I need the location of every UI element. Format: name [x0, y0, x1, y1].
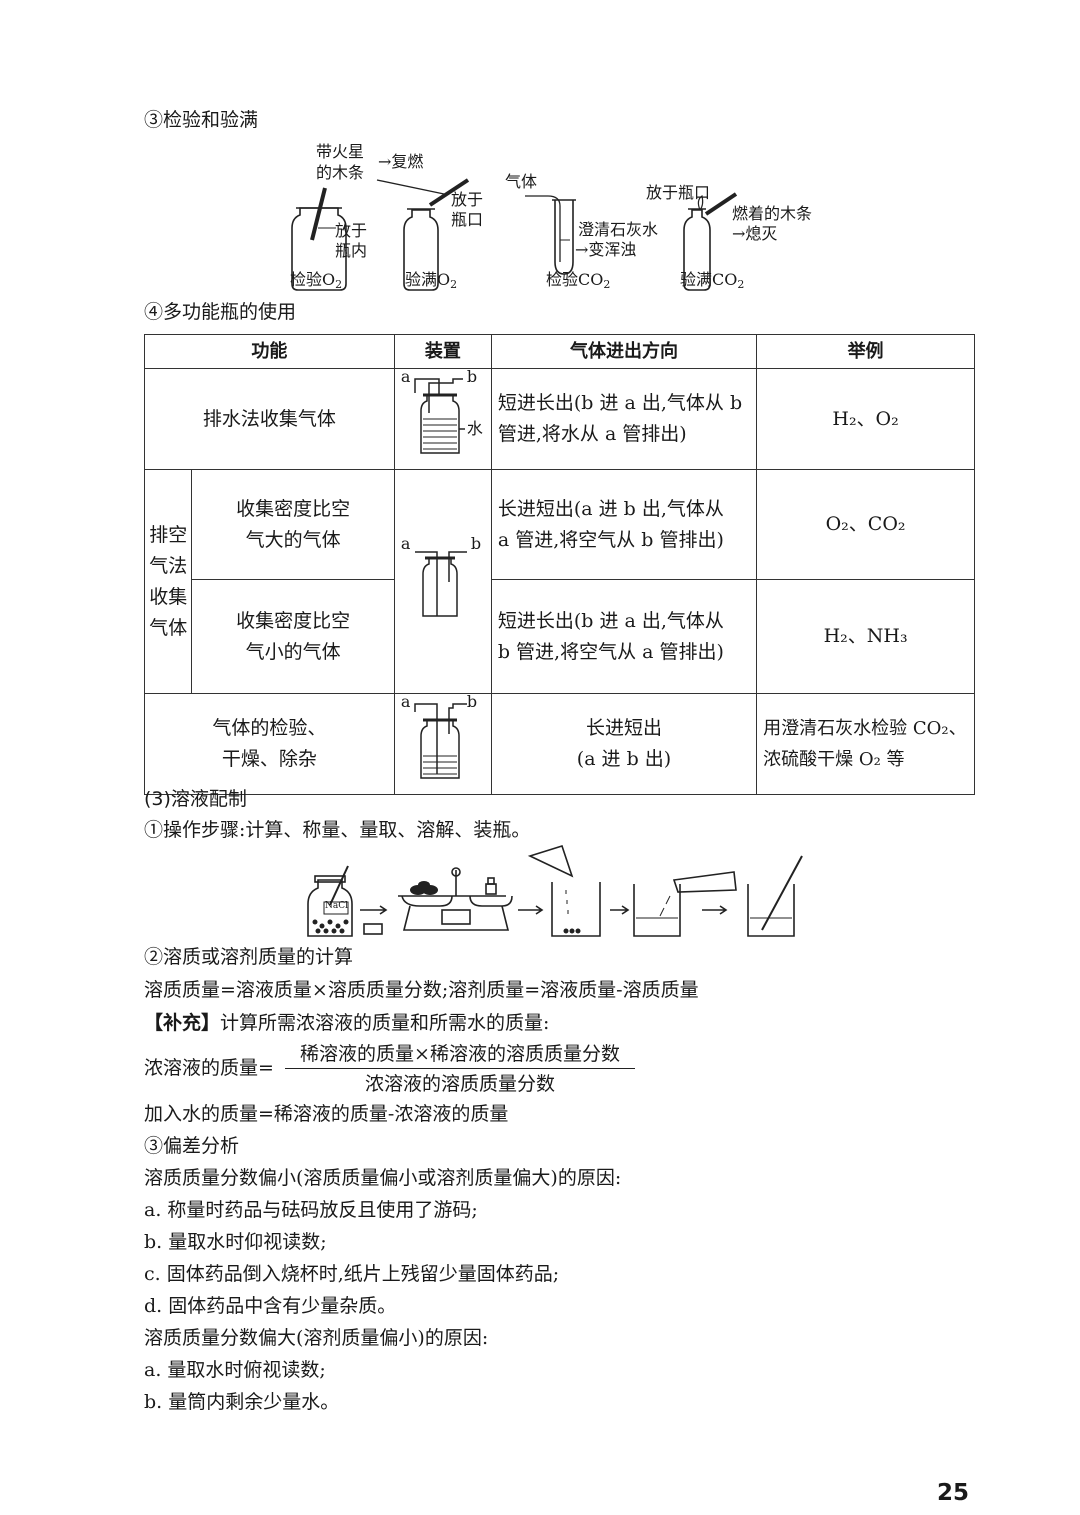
nacl-label: NaCl: [325, 901, 349, 911]
preparation-drawing: [307, 845, 803, 937]
low-reason-c: c. 固体药品倒入烧杯时,纸片上残留少量固体药品;: [144, 1263, 560, 1285]
mouth-label-2: 瓶口: [451, 210, 484, 229]
spark-label-1: 带火星: [316, 142, 365, 161]
cell-func-lighter: 收集密度比空气小的气体: [191, 579, 395, 694]
header-function: 功能: [144, 334, 395, 369]
cell-example-test: 用澄清石灰水检验 CO₂、浓硫酸干燥 O₂ 等: [756, 693, 975, 795]
low-reason-d: d. 固体药品中含有少量杂质。: [144, 1295, 397, 1317]
cell-apparatus-test: a b: [393, 692, 492, 795]
supplement-line: 【补充】计算所需浓溶液的质量和所需水的质量:: [144, 1012, 550, 1034]
port-a-label: a: [400, 533, 411, 553]
conc-mass-lhs: 浓溶液的质量=: [144, 1057, 274, 1079]
caption-full-o2: 验满O2: [405, 270, 458, 291]
cell-func-water: 排水法收集气体: [144, 368, 395, 470]
inside-label-1: 放于: [335, 221, 368, 240]
cell-merged-air: 排空气法收集气体: [143, 469, 193, 694]
table-row: 排空气法收集气体 收集密度比空气大的气体 a b 长进短出(a 进 b 出,气体…: [143, 469, 975, 694]
cell-example-lighter: H₂、NH₃: [756, 579, 975, 694]
caption-test-co2: 检验CO2: [546, 270, 611, 291]
port-a-label: a: [400, 367, 411, 386]
limewater-label-1: 澄清石灰水: [578, 220, 659, 239]
multi-function-bottle-table: 功能 装置 气体进出方向 举例 排水法收集气体 a b 水 短进长出(b 进 a…: [143, 334, 975, 795]
water-label: 水: [466, 419, 483, 438]
low-reason-heading: 溶质质量分数偏小(溶质质量偏小或溶剂质量偏大)的原因:: [144, 1167, 622, 1189]
section-heading-test: ③检验和验满: [144, 109, 259, 131]
high-reason-a: a. 量取水时俯视读数;: [144, 1359, 326, 1381]
header-direction: 气体进出方向: [490, 334, 758, 369]
section-heading-multibottle: ④多功能瓶的使用: [144, 301, 297, 323]
extinguish-label: →熄灭: [732, 224, 778, 243]
calc-formula: 溶质质量=溶液质量×溶质质量分数;溶剂质量=溶液质量-溶质质量: [144, 979, 699, 1001]
low-reason-b: b. 量取水时仰视读数;: [144, 1231, 327, 1253]
burning-stick-label: 燃着的木条: [732, 204, 813, 223]
table-row: 气体的检验、干燥、除杂 a b 长进短出(a 进 b 出) 用澄清石灰水检验 C…: [144, 692, 975, 795]
conc-mass-fraction: 稀溶液的质量×稀溶液的溶质质量分数 浓溶液的溶质质量分数: [285, 1042, 635, 1096]
fraction-denominator: 浓溶液的溶质质量分数: [364, 1073, 555, 1095]
cell-example-denser: O₂、CO₂: [756, 469, 975, 580]
mouth-label-1: 放于: [451, 190, 484, 209]
water-bottle-icon: a b 水: [400, 367, 485, 459]
air-bottle-icon: a b: [401, 532, 485, 622]
cell-apparatus-water: a b 水: [393, 367, 492, 470]
inside-label-2: 瓶内: [335, 241, 368, 260]
cell-func-test: 气体的检验、干燥、除杂: [144, 693, 395, 795]
fraction-numerator: 稀溶液的质量×稀溶液的溶质质量分数: [285, 1042, 635, 1069]
cell-dir-test: 长进短出(a 进 b 出): [490, 693, 758, 795]
table-header-row: 功能 装置 气体进出方向 举例: [144, 334, 975, 369]
gas-label: 气体: [505, 172, 538, 191]
page-number: 25: [937, 1480, 970, 1506]
port-b-label: b: [466, 692, 478, 711]
caption-test-o2: 检验O2: [290, 270, 343, 291]
relight-label: →复燃: [378, 152, 424, 171]
port-a-label: a: [400, 692, 411, 711]
port-b-label: b: [466, 367, 478, 386]
solution-heading: (3)溶液配制: [144, 788, 247, 810]
header-apparatus: 装置: [393, 334, 492, 369]
port-b-label: b: [470, 533, 482, 553]
spark-label-2: 的木条: [316, 163, 365, 182]
calc-heading: ②溶质或溶剂质量的计算: [144, 946, 354, 968]
low-reason-a: a. 称量时药品与砝码放反且使用了游码;: [144, 1199, 478, 1221]
deviation-heading: ③偏差分析: [144, 1135, 240, 1157]
high-reason-heading: 溶质质量分数偏大(溶剂质量偏小)的原因:: [144, 1327, 489, 1349]
operation-steps: ①操作步骤:计算、称量、量取、溶解、装瓶。: [144, 819, 531, 841]
caption-full-co2: 验满CO2: [680, 270, 745, 291]
cell-apparatus-air: a b: [393, 469, 492, 694]
mouth-bottle-label: 放于瓶口: [646, 183, 711, 202]
gas-test-drawing: [291, 178, 738, 291]
limewater-label-2: →变浑浊: [575, 240, 637, 259]
wash-bottle-icon: a b: [400, 692, 485, 784]
water-mass-formula: 加入水的质量=稀溶液的质量-浓溶液的质量: [144, 1103, 509, 1125]
cell-func-denser: 收集密度比空气大的气体: [191, 469, 395, 580]
cell-example-water: H₂、O₂: [756, 368, 975, 470]
high-reason-b: b. 量筒内剩余少量水。: [144, 1391, 340, 1413]
